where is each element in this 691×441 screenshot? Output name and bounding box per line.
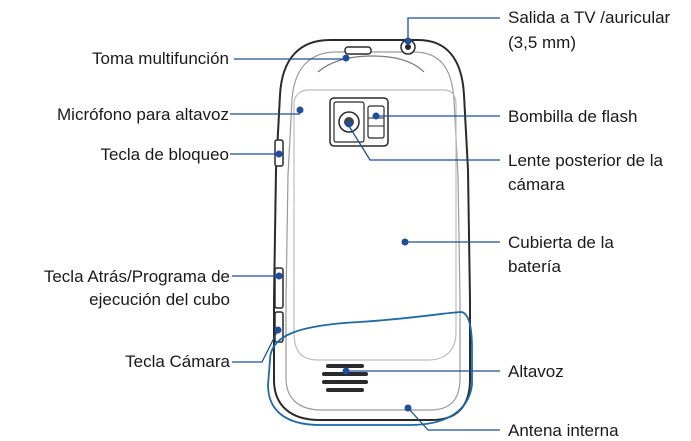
label-tv-out-line2: (3,5 mm) [508, 33, 576, 52]
leader-camera-key [232, 329, 279, 363]
label-battery-cover-line2: batería [508, 257, 561, 276]
leader-antenna [407, 407, 500, 431]
label-flash: Bombilla de flash [508, 107, 638, 126]
label-rear-lens-line2: cámara [508, 175, 565, 194]
label-multifunction-jack: Toma multifunción [91, 49, 229, 68]
top-bezel [317, 55, 425, 73]
dot-speakerphone-mic [296, 106, 304, 114]
flash-bulb [367, 105, 385, 139]
dot-camera-key [274, 326, 282, 334]
phone-inner-rim [285, 51, 461, 411]
label-lock-key: Tecla de bloqueo [100, 145, 229, 164]
tv-out-jack-hole [405, 44, 411, 50]
dot-multifunction [342, 54, 350, 62]
dot-antenna [404, 404, 412, 412]
phone-body-outline [273, 39, 471, 421]
dot-back-key [275, 272, 283, 280]
label-back-key-line2: ejecución del cubo [89, 290, 230, 309]
label-rear-lens-line1: Lente posterior de la [508, 151, 663, 170]
dot-speaker [342, 367, 350, 375]
dot-lock-key [275, 150, 283, 158]
dot-tv-out [404, 37, 412, 45]
label-battery-cover-line1: Cubierta de la [508, 233, 614, 252]
label-back-key-line1: Tecla Atrás/Programa de [43, 267, 230, 286]
multifunction-jack-slot [344, 46, 372, 55]
label-speaker: Altavoz [508, 362, 564, 381]
antenna-region-outline [267, 311, 473, 426]
dot-flash [372, 112, 380, 120]
dot-rear-lens [345, 120, 353, 128]
label-speakerphone-mic: Micrófono para altavoz [57, 105, 229, 124]
label-antenna: Antena interna [508, 421, 619, 440]
leader-rear-lens [348, 125, 500, 161]
dot-battery-cover [401, 238, 409, 246]
label-tv-out-line1: Salida a TV /auricular [508, 8, 671, 27]
speaker-grille [322, 364, 368, 392]
leader-tv-out [407, 17, 500, 40]
battery-cover-panel [293, 89, 457, 361]
label-camera-key: Tecla Cámara [125, 352, 230, 371]
